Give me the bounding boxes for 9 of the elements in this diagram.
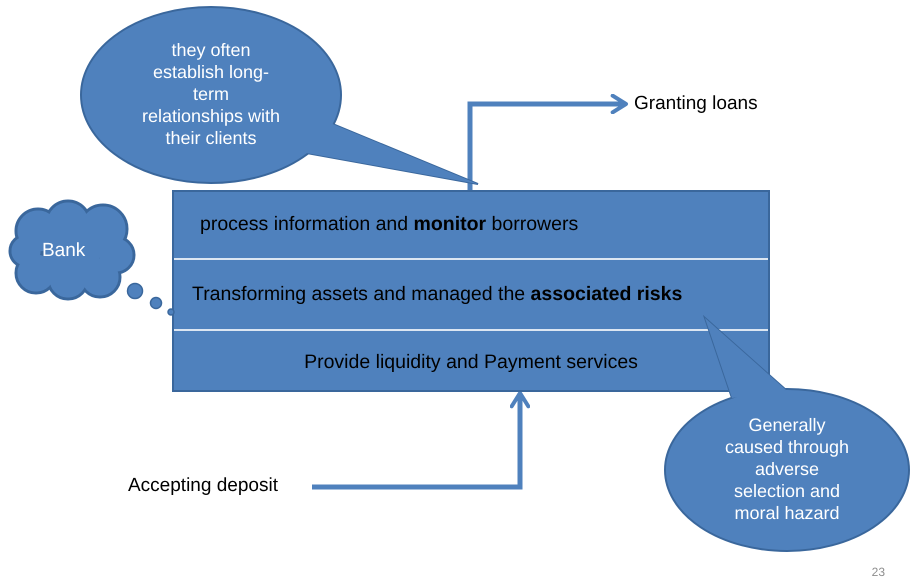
- flow-arrow: [468, 94, 628, 190]
- functions-panel: [172, 190, 770, 392]
- function-text: process information and monitor borrowers: [200, 213, 578, 237]
- flow-text: Granting loans: [634, 92, 758, 116]
- page-number: 23: [872, 565, 885, 580]
- function-text: Transforming assets and managed the associated risks: [192, 282, 682, 306]
- function-text: Provide liquidity and Payment services: [304, 350, 638, 374]
- flow-arrow: [312, 391, 530, 490]
- flow-text: Accepting deposit: [128, 474, 278, 498]
